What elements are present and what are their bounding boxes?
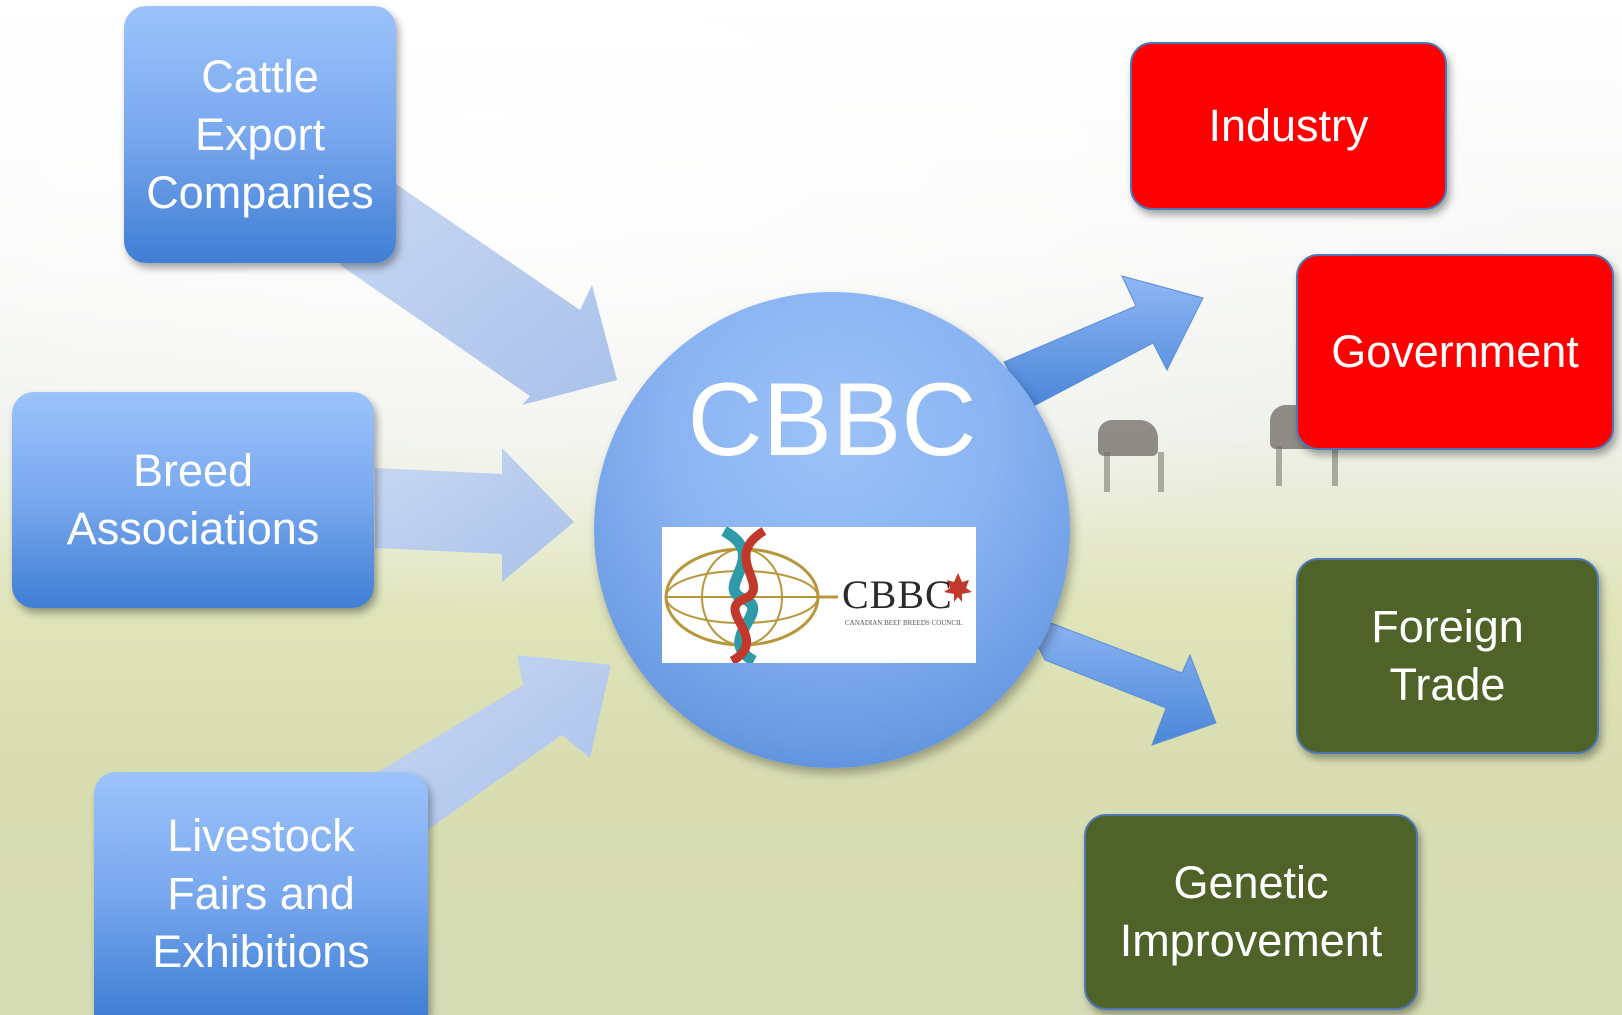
arrow-from-livestock-fairs <box>378 655 611 835</box>
node-foreign-trade: Foreign Trade <box>1296 558 1599 754</box>
hub-title: CBBC <box>687 362 977 478</box>
arrow-to-foreign-trade <box>1021 611 1217 746</box>
node-label: Government <box>1331 326 1579 377</box>
background-cow-legs <box>1276 446 1338 486</box>
background-cow <box>1098 420 1158 456</box>
node-label: Foreign Trade <box>1371 601 1524 710</box>
logo-subtitle: CANADIAN BEEF BREEDS COUNCIL <box>845 619 963 627</box>
cbbc-logo: CBBC CANADIAN BEEF BREEDS COUNCIL <box>662 527 976 663</box>
node-label: Cattle Export Companies <box>146 50 374 218</box>
node-breed-associations: Breed Associations <box>12 392 374 608</box>
node-label: Breed Associations <box>66 445 320 554</box>
node-label: Livestock Fairs and Exhibitions <box>152 809 370 977</box>
node-genetic-improvement: Genetic Improvement <box>1084 814 1418 1010</box>
arrow-from-breed-associations <box>375 448 574 582</box>
node-cattle-export-companies: Cattle Export Companies <box>124 6 396 263</box>
arrow-to-industry <box>1003 275 1204 409</box>
node-industry: Industry <box>1130 42 1447 210</box>
node-government: Government <box>1296 254 1614 450</box>
node-livestock-fairs-exhibitions: Livestock Fairs and Exhibitions <box>94 772 428 1015</box>
background-cow-legs <box>1104 452 1164 492</box>
dna-globe-icon <box>664 527 972 663</box>
node-label: Genetic Improvement <box>1119 857 1383 966</box>
arrow-from-cattle-export <box>340 180 617 405</box>
logo-wordmark: CBBC <box>842 572 953 617</box>
node-label: Industry <box>1208 100 1369 151</box>
